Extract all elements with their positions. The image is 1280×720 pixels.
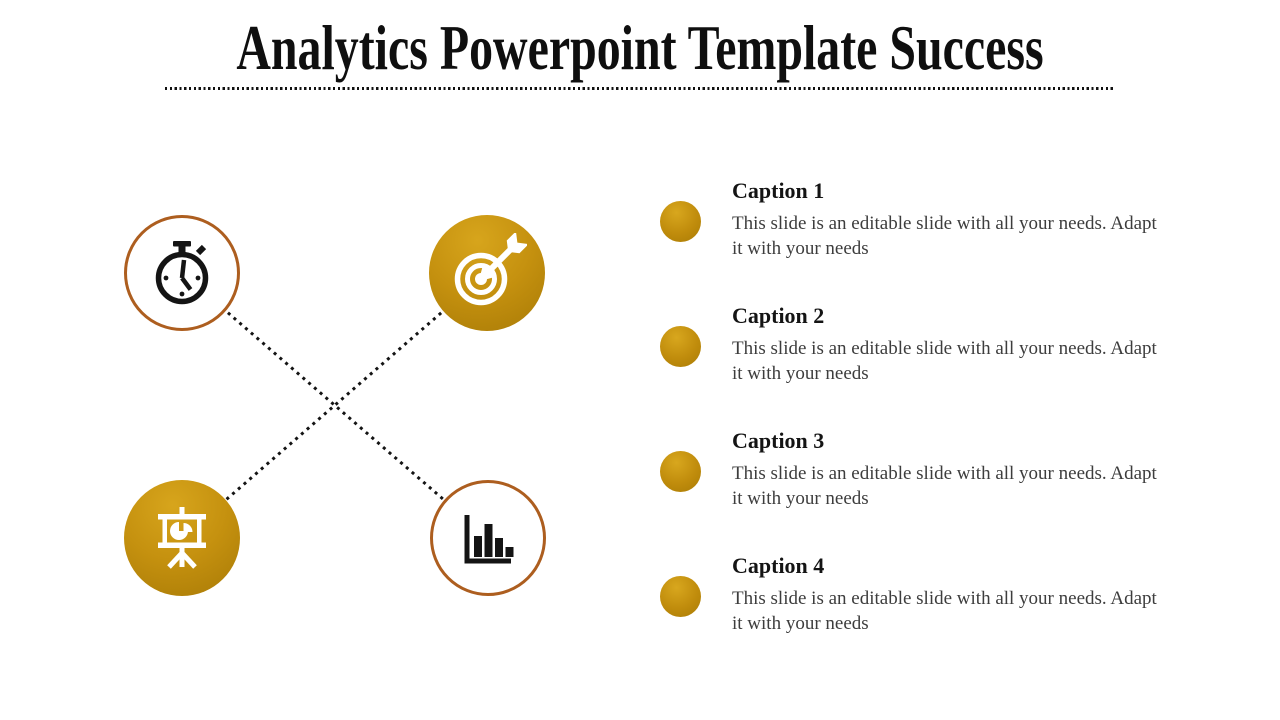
caption-text-block: Caption 2 This slide is an editable slid…	[732, 303, 1167, 386]
caption-body: This slide is an editable slide with all…	[732, 213, 1157, 259]
caption-row-1: Caption 1 This slide is an editable slid…	[660, 178, 1167, 261]
bar-chart-icon	[464, 515, 514, 564]
caption-body: This slide is an editable slide with all…	[732, 588, 1157, 634]
caption-bullet-icon	[660, 201, 701, 242]
caption-text-block: Caption 4 This slide is an editable slid…	[732, 553, 1167, 636]
caption-text-block: Caption 1 This slide is an editable slid…	[732, 178, 1167, 261]
node-circle-bar-chart	[430, 480, 546, 596]
title-dotted-underline	[165, 87, 1113, 90]
caption-title: Caption 3	[732, 428, 825, 453]
caption-title: Caption 4	[732, 553, 825, 578]
target-icon	[454, 233, 527, 306]
caption-title: Caption 2	[732, 303, 825, 328]
caption-row-3: Caption 3 This slide is an editable slid…	[660, 428, 1167, 511]
caption-title: Caption 1	[732, 178, 825, 203]
connector-line-tr-bl	[181, 271, 488, 540]
caption-bullet-icon	[660, 326, 701, 367]
stopwatch-icon	[155, 241, 209, 305]
slide-title: Analytics Powerpoint Template Success	[236, 13, 1044, 83]
caption-body: This slide is an editable slide with all…	[732, 338, 1157, 384]
node-circle-presentation	[124, 480, 240, 596]
caption-row-2: Caption 2 This slide is an editable slid…	[660, 303, 1167, 386]
connector-line-tl-br	[181, 271, 489, 540]
presentation-chart-icon	[158, 507, 206, 569]
caption-bullet-icon	[660, 451, 701, 492]
caption-body: This slide is an editable slide with all…	[732, 463, 1157, 509]
node-circle-stopwatch	[124, 215, 240, 331]
caption-row-4: Caption 4 This slide is an editable slid…	[660, 553, 1167, 636]
node-circle-target	[429, 215, 545, 331]
caption-text-block: Caption 3 This slide is an editable slid…	[732, 428, 1167, 511]
caption-bullet-icon	[660, 576, 701, 617]
